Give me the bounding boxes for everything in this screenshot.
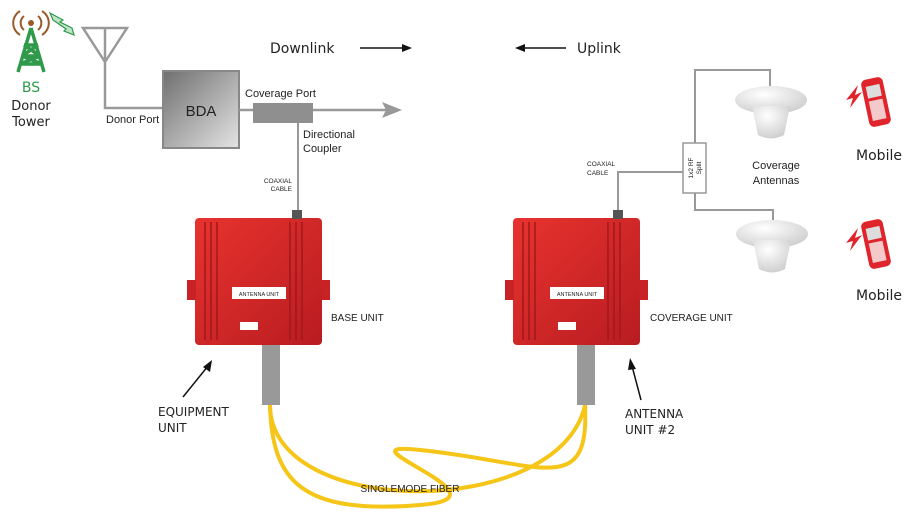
coverage-port-label: Coverage Port	[245, 88, 316, 100]
coverage-unit-plate: ANTENNA UNIT	[557, 292, 598, 298]
coax-label-left-2: CABLE	[271, 186, 293, 193]
downlink-arrow-icon	[402, 44, 412, 52]
splitter-label-1: 1x2 RF	[688, 157, 695, 178]
singlemode-fiber-cable	[268, 404, 588, 509]
directional-coupler	[253, 103, 313, 123]
coax-label-right-1: COAXIAL	[587, 161, 616, 168]
coax-label-left-1: COAXIAL	[264, 178, 293, 185]
base-unit: ANTENNA UNIT	[187, 210, 330, 405]
coverage-unit: ANTENNA UNIT	[505, 210, 648, 405]
coverage-unit-label: COVERAGE UNIT	[650, 313, 733, 324]
fiber-label: SINGLEMODE FIBER	[361, 484, 460, 495]
downlink-label: Downlink	[270, 41, 335, 57]
coupler-label-1: Directional	[303, 129, 355, 141]
bda-box	[162, 70, 240, 149]
splitter-label-2: Split	[696, 161, 703, 174]
mobile-label-1: Mobile	[856, 148, 902, 164]
dome-antenna-icon	[735, 86, 807, 139]
antenna2-arrow-icon	[628, 358, 636, 370]
signal-bolt-icon	[48, 11, 75, 37]
dome-antenna-icon	[736, 220, 808, 273]
coax-label-right-2: CABLE	[587, 170, 609, 177]
coverage-antennas-label-1: Coverage	[752, 160, 800, 172]
mobile-phone-icon	[846, 77, 891, 127]
donor-tower-icon	[12, 10, 50, 73]
coverage-antennas-label-2: Antennas	[753, 175, 800, 187]
equipment-label-2: UNIT	[158, 421, 187, 435]
bs-label: BS	[22, 80, 40, 96]
mobile-label-2: Mobile	[856, 288, 902, 304]
donor-antenna-icon	[80, 26, 163, 110]
uplink-arrow-icon	[515, 44, 525, 52]
antenna2-label-2: UNIT #2	[625, 423, 675, 437]
mobile-phone-icon	[846, 219, 891, 269]
uplink-label: Uplink	[577, 41, 622, 57]
antenna2-label-1: ANTENNA	[625, 407, 684, 421]
tower-label: Tower	[11, 115, 50, 130]
donor-port-label: Donor Port	[106, 114, 159, 126]
rf-splitter	[682, 142, 707, 194]
coax-cable-right	[617, 69, 774, 220]
downlink-arrowhead	[382, 102, 402, 118]
base-unit-plate: ANTENNA UNIT	[239, 292, 280, 298]
coupler-label-2: Coupler	[303, 143, 342, 155]
base-unit-label: BASE UNIT	[331, 313, 384, 324]
equipment-label-1: EQUIPMENT	[158, 405, 229, 419]
bda-label: BDA	[186, 103, 217, 120]
donor-label: Donor	[11, 99, 51, 114]
equipment-arrow-icon	[203, 360, 212, 372]
